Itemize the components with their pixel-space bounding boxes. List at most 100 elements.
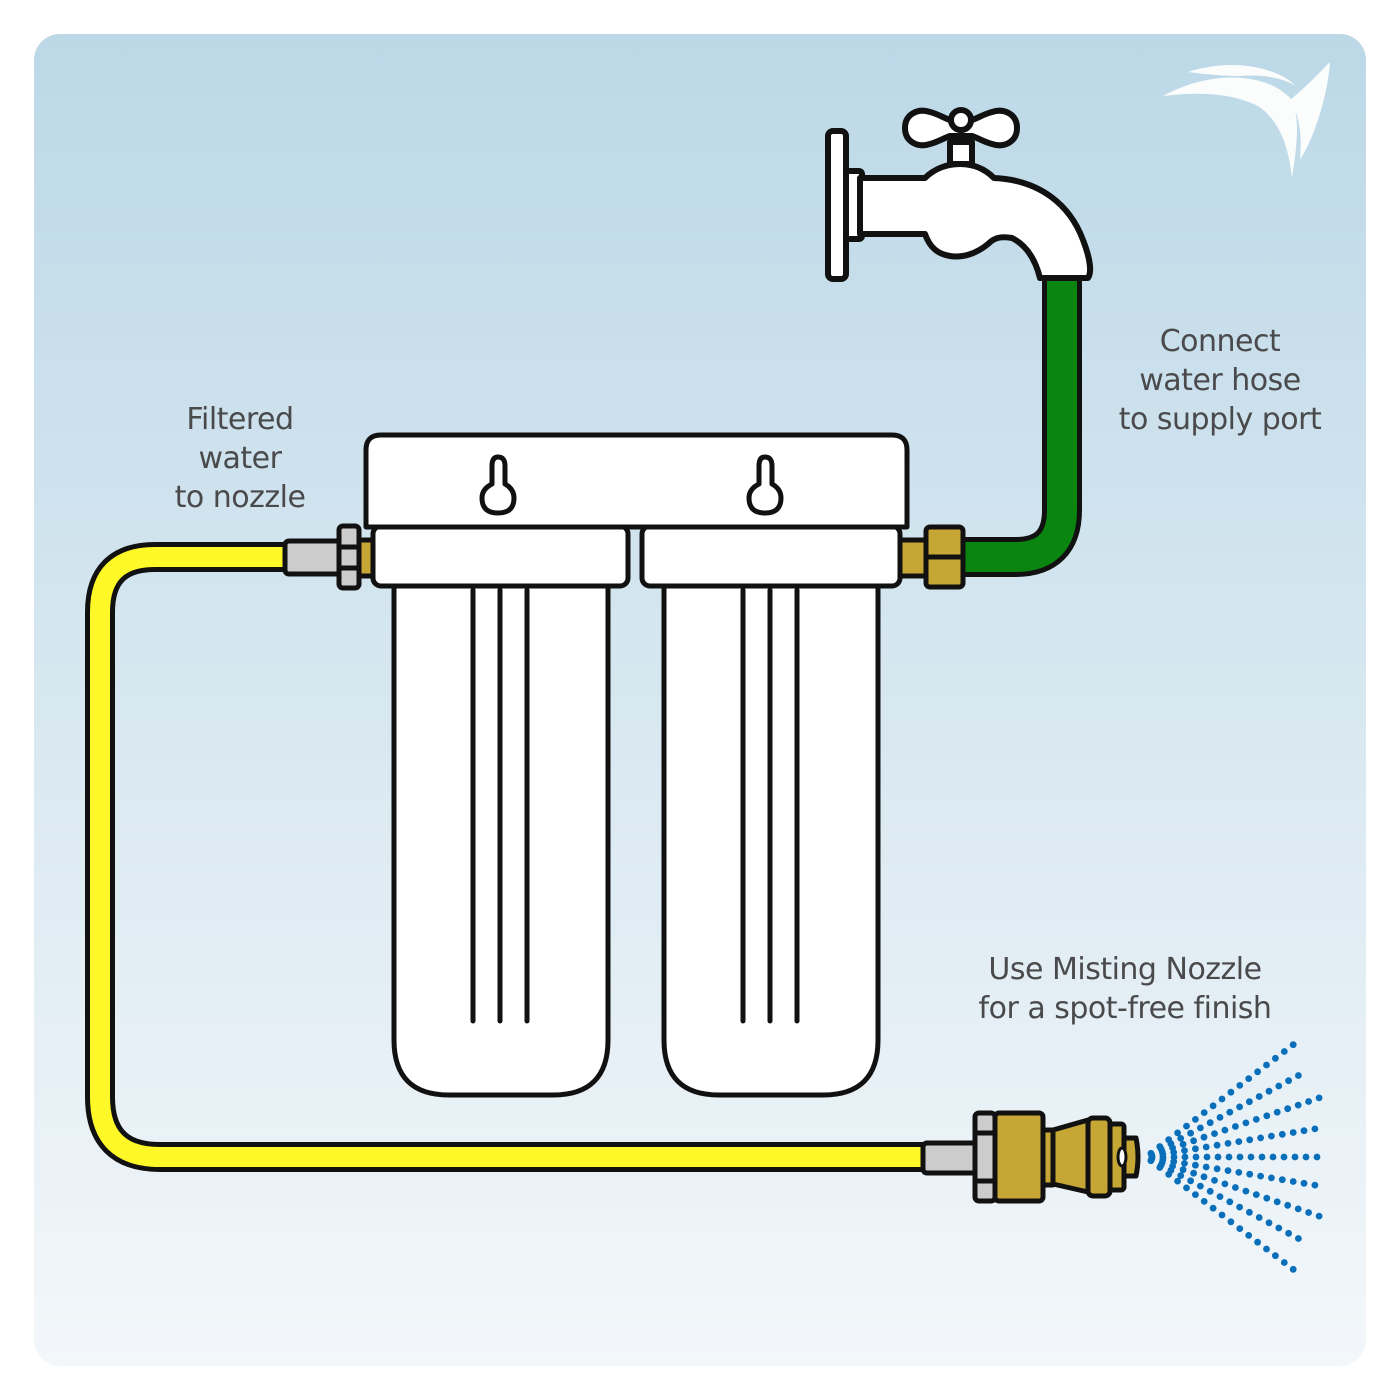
label-line: to nozzle (174, 480, 306, 515)
spray-dot (1227, 1218, 1235, 1226)
spray-dot (1265, 1219, 1273, 1227)
spray-dot (1284, 1105, 1292, 1113)
spray-dot (1181, 1147, 1188, 1154)
spray-dot (1202, 1143, 1210, 1151)
spray-dot (1247, 1153, 1255, 1161)
spray-dot (1226, 1108, 1234, 1116)
supply-fitting (894, 524, 966, 590)
spray-dot (1232, 1123, 1239, 1130)
spray-dot (1197, 1124, 1204, 1132)
output-hose (85, 542, 930, 1172)
spray-dot (1265, 1087, 1273, 1095)
spray-dot (1227, 1088, 1235, 1096)
mounting-bracket (363, 432, 910, 530)
spray-dot (1226, 1198, 1234, 1206)
spray-dot (1273, 1108, 1281, 1116)
spray-dot (1183, 1122, 1190, 1130)
spray-dot (1197, 1182, 1204, 1190)
spray-dot (1263, 1194, 1271, 1202)
spray-dot (1216, 1193, 1224, 1200)
spray-dot (1179, 1166, 1187, 1174)
spray-dot (1224, 1140, 1232, 1147)
spray-dot (1209, 1102, 1217, 1110)
spray-dot (1242, 1187, 1250, 1195)
spray-dot (1181, 1153, 1189, 1161)
spray-dot (1254, 1238, 1261, 1246)
spray-dot (1269, 1153, 1277, 1161)
spray-dot (1272, 1054, 1279, 1062)
spray-dot (1183, 1184, 1190, 1192)
spray-dot (1300, 1127, 1308, 1135)
spray-dot (1252, 1116, 1260, 1123)
spray-dot (1246, 1136, 1254, 1144)
spray-dot (1246, 1208, 1253, 1216)
spray-dot (1221, 1180, 1229, 1188)
filter-cartridge-right (661, 582, 881, 1098)
spray-dot (1232, 1184, 1239, 1191)
spray-dot (1221, 1126, 1229, 1134)
spray-dot (1187, 1129, 1194, 1137)
spray-dot (1246, 1170, 1254, 1178)
spray-dot (1190, 1137, 1197, 1145)
spray-dot (1192, 1161, 1199, 1169)
spray-dot (1209, 1204, 1217, 1212)
spray-dot (1245, 1075, 1253, 1082)
spray-dot (1273, 1198, 1281, 1206)
spray-dot (1213, 1165, 1221, 1173)
label-misting-nozzle: Use Misting Nozzle for a spot-free finis… (940, 950, 1310, 1028)
label-line: water hose (1139, 363, 1301, 398)
spray-dot (1295, 1072, 1302, 1079)
spray-dot (1203, 1153, 1211, 1161)
spray-dot (1218, 1095, 1226, 1103)
spray-dot (1272, 1252, 1279, 1260)
spray-dot (1305, 1209, 1312, 1216)
spray-dot (1190, 1169, 1197, 1177)
spray-dot (1252, 1191, 1260, 1198)
filter-cartridge-left (391, 582, 611, 1098)
spray-dot (1289, 1129, 1297, 1136)
spray-dot (1235, 1138, 1243, 1145)
spray-dot (1278, 1176, 1286, 1184)
spray-dot (1280, 1048, 1288, 1055)
spray-dot (1278, 1130, 1286, 1138)
spray-dot (1305, 1098, 1312, 1105)
spray-dot (1289, 1041, 1297, 1049)
spray-dot (1211, 1177, 1218, 1184)
label-filtered-water-to-nozzle: Filtered water to nozzle (140, 400, 340, 517)
label-line: Filtered (186, 402, 294, 437)
spray-dot (1235, 1169, 1243, 1176)
spray-dot (1200, 1133, 1208, 1141)
spray-dot (1179, 1140, 1187, 1148)
spray-dot (1280, 1259, 1288, 1266)
spray-dot (1174, 1177, 1181, 1185)
label-connect-supply-port: Connect water hose to supply port (1085, 322, 1355, 439)
spray-dot (1268, 1132, 1275, 1140)
spray-dot (1257, 1172, 1264, 1180)
spray-dot (1313, 1153, 1321, 1161)
spray-dot (1294, 1101, 1302, 1109)
spray-dot (1236, 1225, 1244, 1232)
spray-dot (1225, 1153, 1233, 1161)
label-line: Use Misting Nozzle (988, 952, 1262, 987)
spray-dot (1285, 1229, 1292, 1237)
spray-dot (1284, 1201, 1292, 1209)
spray-dot (1200, 1173, 1208, 1181)
spray-dot (1218, 1211, 1226, 1219)
mist-spray (1147, 1041, 1323, 1273)
misting-nozzle (920, 1110, 1141, 1204)
spray-dot (1300, 1179, 1308, 1187)
spray-dot (1257, 1134, 1264, 1142)
spray-dot (1275, 1082, 1283, 1090)
spray-dot (1213, 1141, 1221, 1149)
keyhole-right (746, 454, 784, 516)
keyhole-left (479, 454, 517, 516)
spray-dot (1236, 1203, 1243, 1211)
spray-dot (1211, 1130, 1218, 1137)
filter-cap-left (370, 523, 631, 589)
faucet-icon (825, 107, 1094, 282)
spray-dot (1192, 1116, 1199, 1123)
spray-dot (1275, 1224, 1283, 1232)
spray-dot (1289, 1265, 1297, 1273)
spray-dot (1165, 1170, 1173, 1178)
